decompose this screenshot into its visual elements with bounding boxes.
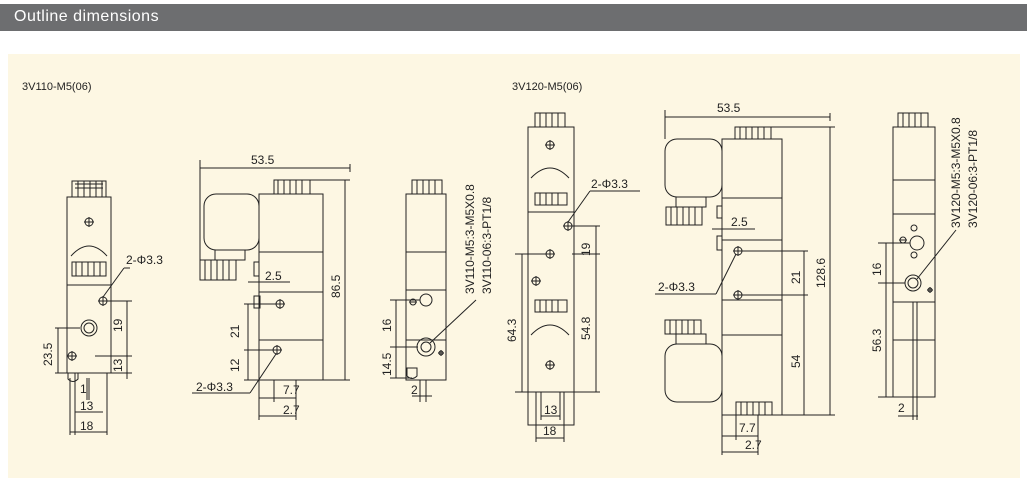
view-3v120-side: 53.5 128.6 2.5 21 54 2-Φ3.3 7.7 2.7 <box>655 101 835 455</box>
dim-18-b: 18 <box>543 424 557 438</box>
dim-14.5: 14.5 <box>380 352 394 376</box>
model-label-3v120: 3V120-M5(06) <box>512 81 582 93</box>
dim-19-b: 19 <box>579 242 593 256</box>
dim-53.5-b: 53.5 <box>717 101 741 115</box>
dim-128.6: 128.6 <box>814 258 828 288</box>
dim-1: 1 <box>80 382 87 396</box>
port-spec-3v120-m5: 3V120-M5:3-M5X0.8 <box>949 117 963 228</box>
port-spec-3v110-m5: 3V110-M5:3-M5X0.8 <box>463 184 477 294</box>
section-header: Outline dimensions <box>0 4 1027 31</box>
dim-12: 12 <box>228 358 242 372</box>
dim-13-a: 13 <box>111 358 125 372</box>
dim-16-b: 16 <box>870 262 884 276</box>
view-3v120-port: 2 16 56.3 3V120-M5:3-M5X0.8 3V120-06:3-P… <box>870 112 980 420</box>
hole-label-4: 2-Φ3.3 <box>658 280 695 294</box>
section-title: Outline dimensions <box>14 8 160 25</box>
dim-2.5-a: 2.5 <box>265 269 282 283</box>
dim-56.3: 56.3 <box>870 328 884 352</box>
hole-label-3: 2-Φ3.3 <box>591 177 628 191</box>
dim-18-a: 18 <box>80 419 94 433</box>
dim-16-a: 16 <box>380 318 394 332</box>
dim-2-b: 2 <box>898 401 905 415</box>
dim-2.7-b: 2.7 <box>745 438 762 452</box>
dim-2.7-a: 2.7 <box>283 403 300 417</box>
view-3v110-side: 53.5 86.5 2.5 21 12 2-Φ3.3 7.7 2.7 <box>192 153 351 420</box>
dim-23.5: 23.5 <box>41 342 55 366</box>
dim-21-b: 21 <box>789 270 803 284</box>
port-spec-3v110-06: 3V110-06:3-PT1/8 <box>480 197 494 294</box>
dim-86.5: 86.5 <box>329 274 343 298</box>
dim-21-a: 21 <box>228 324 242 338</box>
dim-2-a: 2 <box>411 383 418 397</box>
dim-13-c: 13 <box>544 403 558 417</box>
port-spec-3v120-06: 3V120-06:3-PT1/8 <box>966 130 980 228</box>
dim-54.8: 54.8 <box>579 316 593 340</box>
view-3v110-port: 2 16 14.5 3V110-M5:3-M5X0.8 3V110-06:3-P… <box>380 179 494 402</box>
view-3v120-front: 2-Φ3.3 19 54.8 64.3 13 18 <box>505 112 640 442</box>
dim-7.7-a: 7.7 <box>283 383 300 397</box>
dim-7.7-b: 7.7 <box>739 421 756 435</box>
hole-label-2: 2-Φ3.3 <box>196 380 233 394</box>
drawing-panel <box>8 54 1020 478</box>
dim-64.3: 64.3 <box>505 318 519 342</box>
hole-label-1: 2-Φ3.3 <box>126 253 163 267</box>
model-label-3v110: 3V110-M5(06) <box>22 81 92 93</box>
view-3v110-front: 2-Φ3.3 19 13 23.5 1 13 18 <box>41 180 163 435</box>
dim-2.5-b: 2.5 <box>731 215 748 229</box>
dim-19-a: 19 <box>111 318 125 332</box>
dim-13-b: 13 <box>80 399 94 413</box>
dim-53.5-a: 53.5 <box>251 153 275 167</box>
dim-54: 54 <box>789 354 803 368</box>
